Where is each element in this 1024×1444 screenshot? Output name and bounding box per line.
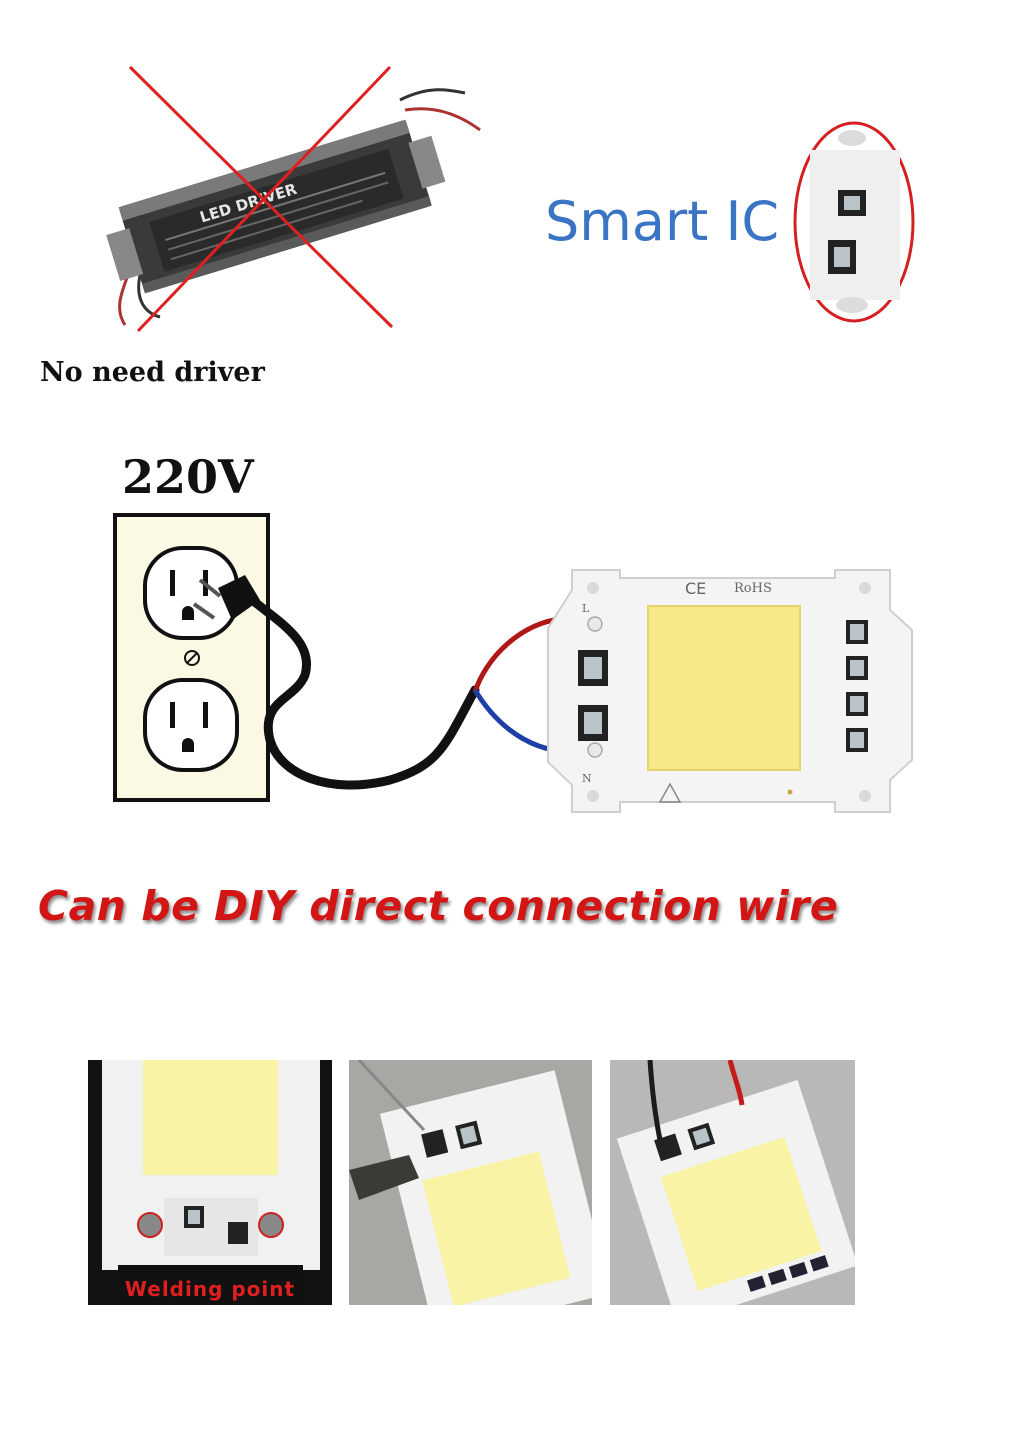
soldering-photo [349, 1060, 592, 1305]
pin-l-label: L [582, 602, 590, 615]
warning-triangle-icon [658, 782, 682, 803]
power-plug-icon [192, 575, 480, 790]
wiring-diagram: CE RoHS L N [100, 500, 930, 840]
ce-mark: CE [685, 579, 706, 598]
wired-board-photo [610, 1060, 855, 1305]
rohs-mark: RoHS [734, 581, 772, 596]
voltage-label: 220V [122, 450, 254, 504]
no-need-driver-caption: No need driver [40, 357, 265, 388]
welding-point-photo: Welding point [88, 1060, 332, 1305]
welding-point-label: Welding point [124, 1277, 296, 1301]
wall-outlet-icon [113, 513, 270, 802]
crossed-out-driver-image: LED DRIVER [100, 55, 500, 345]
smart-ic-zoom-image [792, 120, 917, 325]
smart-ic-label: Smart IC [545, 190, 780, 253]
diy-slogan: Can be DIY direct connection wire [38, 882, 839, 930]
cob-led-board: CE RoHS L N [547, 569, 913, 813]
pin-n-label: N [582, 772, 592, 785]
